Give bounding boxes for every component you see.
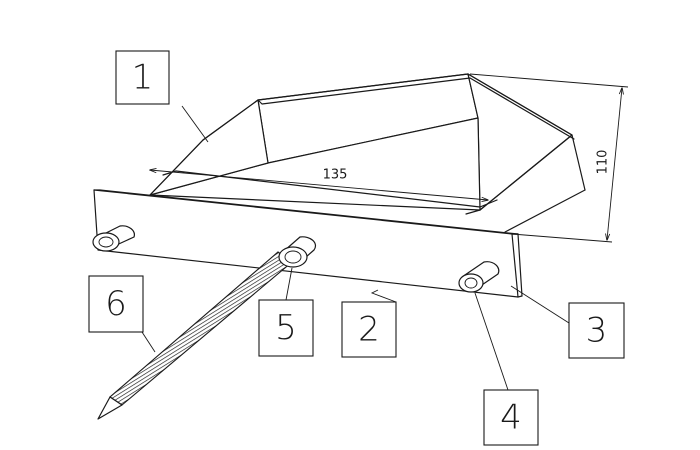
callout-4: 4 xyxy=(483,389,539,446)
leader-lines xyxy=(141,105,570,391)
callout-6: 6 xyxy=(88,275,144,333)
tray-right-wall xyxy=(467,73,573,211)
callout-5-number: 5 xyxy=(275,308,297,348)
rod-tip xyxy=(97,396,123,420)
callout-1: 1 xyxy=(115,50,170,105)
dimension-width-label: 135 xyxy=(323,168,348,183)
dimension-height-label: 110 xyxy=(596,150,611,175)
callout-3: 3 xyxy=(568,302,625,359)
center-spacer xyxy=(278,246,308,268)
dimension-110: 110 xyxy=(469,73,629,243)
right-spacer xyxy=(458,261,500,293)
callout-5: 5 xyxy=(258,299,314,357)
callout-6-number: 6 xyxy=(105,284,127,324)
callout-4-number: 4 xyxy=(500,398,522,438)
callout-3-number: 3 xyxy=(586,311,608,351)
callout-2-number: 2 xyxy=(358,310,380,350)
callout-2: 2 xyxy=(341,301,397,358)
left-spacer xyxy=(92,225,135,252)
callout-1-number: 1 xyxy=(132,58,154,98)
dimension-135: 135 xyxy=(150,168,488,201)
threaded-rod-assembly xyxy=(97,236,317,420)
